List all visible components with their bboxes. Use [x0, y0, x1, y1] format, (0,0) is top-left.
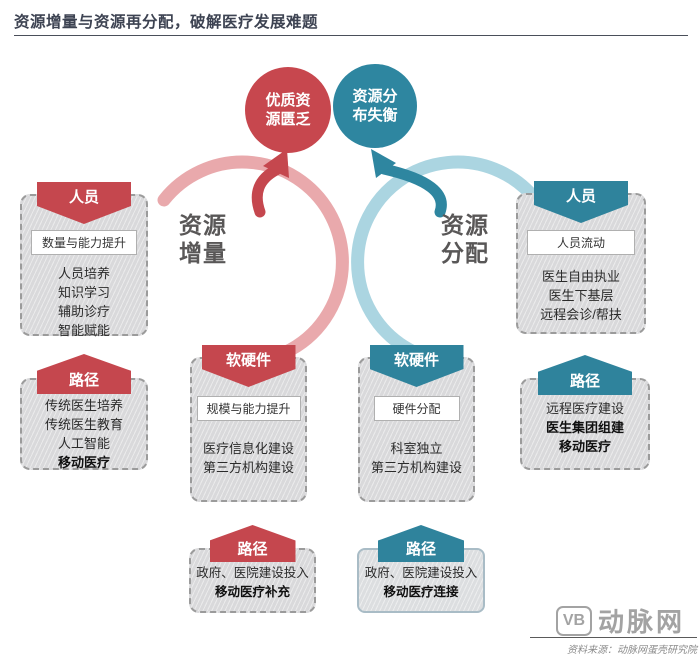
vcbeat-logo-text: 动脉网	[598, 607, 686, 637]
items-left-hardware: 医疗信息化建设 第三方机构建设	[192, 439, 305, 477]
items-right-path-bottom: 政府、医院建设投入 移动医疗连接	[359, 564, 483, 602]
box-right-path-bottom: 路径 政府、医院建设投入 移动医疗连接	[357, 525, 485, 613]
strip-left-hardware: 规模与能力提升	[196, 396, 301, 421]
list-item: 智能赋能	[57, 323, 110, 338]
scarcity-line1: 优质资	[265, 92, 311, 109]
title-divider	[14, 35, 688, 36]
source-note: 资料来源：动脉网蛋壳研究院	[567, 645, 697, 656]
increment-arrowhead	[263, 149, 289, 178]
items-right-personnel: 医生自由执业 医生下基层 远程会诊/帮扶	[518, 267, 644, 324]
strip-right-hardware: 硬件分配	[373, 396, 460, 421]
strip-left-personnel: 数量与能力提升	[31, 230, 137, 255]
problem-circle-scarcity: 优质资 源匮乏	[245, 67, 331, 153]
box-right-hardware: 软硬件 硬件分配 科室独立 第三方机构建设	[358, 345, 475, 502]
list-item: 远程会诊/帮扶	[540, 307, 622, 322]
list-item: 科室独立	[390, 441, 443, 456]
banner-left-personnel: 人员	[37, 182, 131, 224]
imbalance-line2: 布失衡	[352, 107, 398, 124]
list-item: 传统医生教育	[44, 417, 123, 432]
imbalance-line1: 资源分	[352, 88, 398, 105]
strip-right-personnel: 人员流动	[527, 230, 635, 255]
list-item: 移动医疗补充	[214, 585, 290, 599]
list-item: 第三方机构建设	[202, 460, 294, 475]
items-left-path-bottom: 政府、医院建设投入 移动医疗补充	[191, 564, 314, 602]
banner-left-hardware: 软硬件	[201, 345, 296, 387]
list-item: 第三方机构建设	[370, 460, 462, 475]
page-title: 资源增量与资源再分配，破解医疗发展难题	[14, 14, 319, 31]
box-left-hardware: 软硬件 规模与能力提升 医疗信息化建设 第三方机构建设	[190, 345, 307, 502]
list-item: 医生集团组建	[545, 420, 624, 435]
allocation-cycle-arc	[351, 155, 543, 369]
banner-right-personnel: 人员	[534, 181, 628, 223]
increment-to-scarcity-arrow	[251, 164, 282, 218]
items-right-path-top: 远程医疗建设 医生集团组建 移动医疗	[522, 399, 648, 456]
list-item: 移动医疗连接	[383, 585, 459, 599]
label-resource-allocation: 资源 分配	[441, 212, 489, 266]
items-right-hardware: 科室独立 第三方机构建设	[360, 439, 473, 477]
allocation-arrowhead	[371, 149, 396, 178]
list-item: 医生下基层	[548, 288, 614, 303]
box-left-path-bottom: 路径 政府、医院建设投入 移动医疗补充	[189, 525, 316, 613]
list-item: 移动医疗	[558, 439, 611, 454]
list-item: 知识学习	[57, 285, 110, 300]
list-item: 人员培养	[57, 266, 110, 281]
increment-cycle-arc	[157, 155, 349, 369]
list-item: 医生自由执业	[541, 269, 620, 284]
box-right-personnel: 人员 人员流动 医生自由执业 医生下基层 远程会诊/帮扶	[516, 181, 646, 334]
box-right-path-top: 路径 远程医疗建设 医生集团组建 移动医疗	[520, 355, 650, 470]
list-item: 远程医疗建设	[545, 401, 624, 416]
vcbeat-logo: VB 动脉网	[556, 602, 685, 639]
allocation-to-imbalance-arrow	[378, 163, 447, 218]
list-item: 传统医生培养	[44, 398, 123, 413]
list-item: 政府、医院建设投入	[364, 566, 478, 580]
box-left-personnel: 人员 数量与能力提升 人员培养 知识学习 辅助诊疗 智能赋能	[20, 182, 148, 338]
footer-divider	[530, 637, 697, 638]
scarcity-line2: 源匮乏	[265, 111, 311, 128]
problem-circle-imbalance: 资源分 布失衡	[333, 64, 417, 148]
items-left-path-top: 传统医生培养 传统医生教育 人工智能 移动医疗	[22, 396, 146, 472]
banner-right-hardware: 软硬件	[369, 345, 464, 387]
label-resource-increment: 资源 增量	[179, 212, 227, 266]
box-left-path-top: 路径 传统医生培养 传统医生教育 人工智能 移动医疗	[20, 354, 148, 472]
list-item: 辅助诊疗	[57, 304, 110, 319]
list-item: 医疗信息化建设	[202, 441, 294, 456]
list-item: 人工智能	[57, 436, 110, 451]
list-item: 政府、医院建设投入	[196, 566, 309, 580]
items-left-personnel: 人员培养 知识学习 辅助诊疗 智能赋能	[22, 264, 146, 340]
list-item: 移动医疗	[57, 455, 110, 470]
vcbeat-logo-icon: VB	[556, 605, 592, 636]
